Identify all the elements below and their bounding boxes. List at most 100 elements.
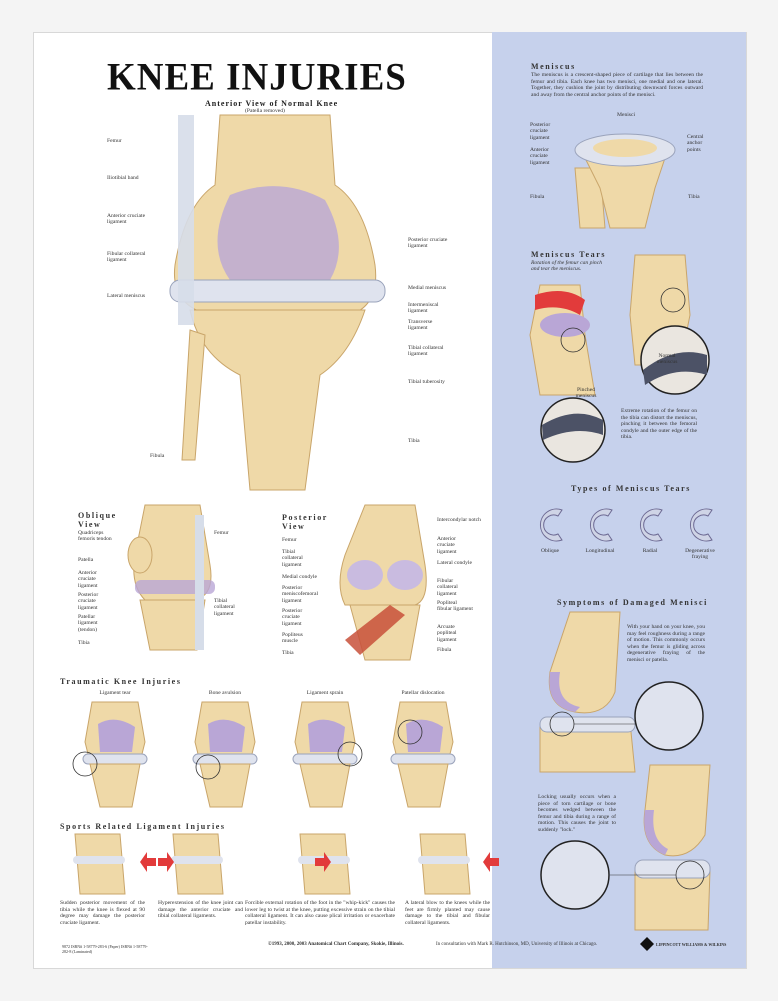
label-popliteus: Popliteus muscle [282,632,303,645]
traumatic-injury-figure: Bone avulsion [180,690,270,810]
label-medial-condyle: Medial condyle [282,574,317,580]
knee-illustration [171,833,224,895]
label-ob-acl: Anterior cruciate ligament [78,570,98,589]
knee-illustration [73,833,126,895]
label-men-pcl: Posterior cruciate ligament [530,122,551,141]
label-menisci: Menisci [617,112,636,118]
tear-type-label: Radial [642,548,658,554]
sports-injury-figure: Forcible external rotation of the foot i… [245,833,395,934]
symptoms-text-roughness: With your hand on your knee, you may fee… [627,624,705,663]
label-tibial-tuberosity: Tibial tuberosity [408,379,445,385]
sports-injury-text: Hyperextension of the knee joint can dam… [158,900,243,920]
knee-injury-illustration [390,701,456,808]
label-tibial-collateral: Tibial collateral ligament [408,345,444,358]
tears-intro: Rotation of the femur can pinch and tear… [531,260,602,273]
label-ob-tibial-collateral: Tibial collateral ligament [214,598,235,617]
traumatic-injury-figure: Ligament tear [70,690,160,810]
sports-injury-figure: Hyperextension of the knee joint can dam… [158,833,243,934]
sports-injury-text: Forcible external rotation of the foot i… [245,900,395,926]
meniscus-illustration [574,133,676,229]
meniscus-heading: Meniscus [531,62,576,71]
publisher-name: LIPPINCOTT WILLIAMS & WILKINS [656,942,727,947]
label-posterior-cruciate: Posterior cruciate ligament [408,237,448,250]
label-meniscofemoral: Posterior meniscofemoral ligament [282,585,319,604]
symptoms-text-locking: Locking usually occurs when a piece of t… [538,794,616,833]
sports-injury-text: Sudden posterior movement of the tibia w… [60,900,145,926]
poster-title: KNEE INJURIES [107,55,407,100]
label-normal-meniscus: Normal meniscus [656,353,678,366]
label-tibia: Tibia [408,438,420,444]
sports-injury-figure: A lateral blow to the knees while the fe… [405,833,499,934]
publisher-logo-icon [640,937,654,951]
label-popliteal-fibular: Popliteal fibular ligament [437,600,473,613]
sports-heading: Sports Related Ligament Injuries [60,822,226,831]
label-intercondylar: Intercondylar notch [437,517,481,523]
meniscus-crescent-icon [640,508,663,542]
anterior-note: (Patella removed) [245,108,285,114]
label-quadriceps: Quadriceps femoris tendon [78,530,112,543]
catalog-number: 9872 ISBN# 1-58779-283-6 (Paper) ISBN# 1… [62,944,148,954]
label-men-fibula: Fibula [530,194,545,200]
knee-injury-illustration [192,701,258,808]
label-post-tibial-collateral: Tibial collateral ligament [282,549,303,568]
label-iliotibial-band: Iliotibial band [107,175,139,181]
knee-injury-illustration [292,701,363,808]
force-arrow-icon [483,852,499,872]
traumatic-injury-label: Ligament tear [99,690,131,696]
label-patella: Patella [78,557,94,563]
anterior-knee-illustration [169,114,386,491]
label-patellar-ligament: Patellar ligament (tendon) [78,614,98,633]
label-transverse: Transverse ligament [408,319,433,332]
symptoms-heading: Symptoms of Damaged Menisci [557,598,708,607]
tear-type-label: Oblique [540,548,560,554]
label-post-tibia: Tibia [282,650,294,656]
label-fibula: Fibula [150,453,165,459]
tears-text: Extreme rotation of the femur on the tib… [621,408,697,441]
meniscus-tears-illustration [529,254,710,463]
force-arrow-icon [158,852,174,872]
tears-heading: Meniscus Tears [531,250,607,259]
sports-injury-text: A lateral blow to the knees while the fe… [405,900,490,926]
label-pinched-meniscus: Pinched meniscus [575,387,597,400]
label-men-tibia: Tibia [688,194,700,200]
force-arrow-icon [315,852,331,872]
label-post-fibula: Fibula [437,647,452,653]
label-femur: Femur [107,138,122,144]
locking-illustration [540,764,711,931]
consultation: In consultation with Mark R. Hutchinson,… [436,942,598,947]
label-anchor-points: Central anchor points [687,134,704,153]
label-post-pcl: Posterior cruciate ligament [282,608,303,627]
label-intermeniscal: Intermeniscal ligament [408,302,439,315]
traumatic-injury-figure: Ligament sprain [280,690,370,810]
traumatic-injury-label: Ligament sprain [306,690,344,696]
traumatic-injury-figure: Patellar dislocation [378,690,468,810]
anterior-heading: Anterior View of Normal Knee [205,99,339,108]
label-ob-femur: Femur [214,530,229,536]
label-post-acl: Anterior cruciate ligament [437,536,457,555]
label-arcuate: Arcuate popliteal ligament [437,624,457,643]
knee-injury-illustration [72,701,148,808]
tear-type-label: Longitudinal [585,548,615,554]
oblique-heading: Oblique View [78,511,117,529]
label-lateral-meniscus: Lateral meniscus [107,293,146,299]
traumatic-injury-label: Bone avulsion [208,690,242,696]
copyright: ©1993, 2000, 2003 Anatomical Chart Compa… [268,942,404,947]
traumatic-injury-label: Patellar dislocation [401,690,445,696]
label-lateral-condyle: Lateral condyle [437,560,472,566]
oblique-knee-illustration [127,504,215,651]
label-men-acl: Anterior cruciate ligament [530,147,550,166]
posterior-heading: Posterior View [282,513,328,531]
meniscus-text: The meniscus is a crescent-shaped piece … [531,72,703,98]
label-ob-pcl: Posterior cruciate ligament [78,592,99,611]
sports-injury-figure: Sudden posterior movement of the tibia w… [60,833,156,934]
meniscus-crescent-icon [590,508,613,542]
traumatic-heading: Traumatic Knee Injuries [60,677,182,686]
posterior-knee-illustration [339,504,427,661]
label-anterior-cruciate: Anterior cruciate ligament [107,213,146,226]
knee-illustration [418,833,471,895]
force-arrow-icon [140,852,156,872]
label-post-femur: Femur [282,537,297,543]
meniscus-crescent-icon [690,508,713,542]
roughness-illustration [539,611,704,773]
label-post-fibular-collateral: Fibular collateral ligament [437,578,458,597]
